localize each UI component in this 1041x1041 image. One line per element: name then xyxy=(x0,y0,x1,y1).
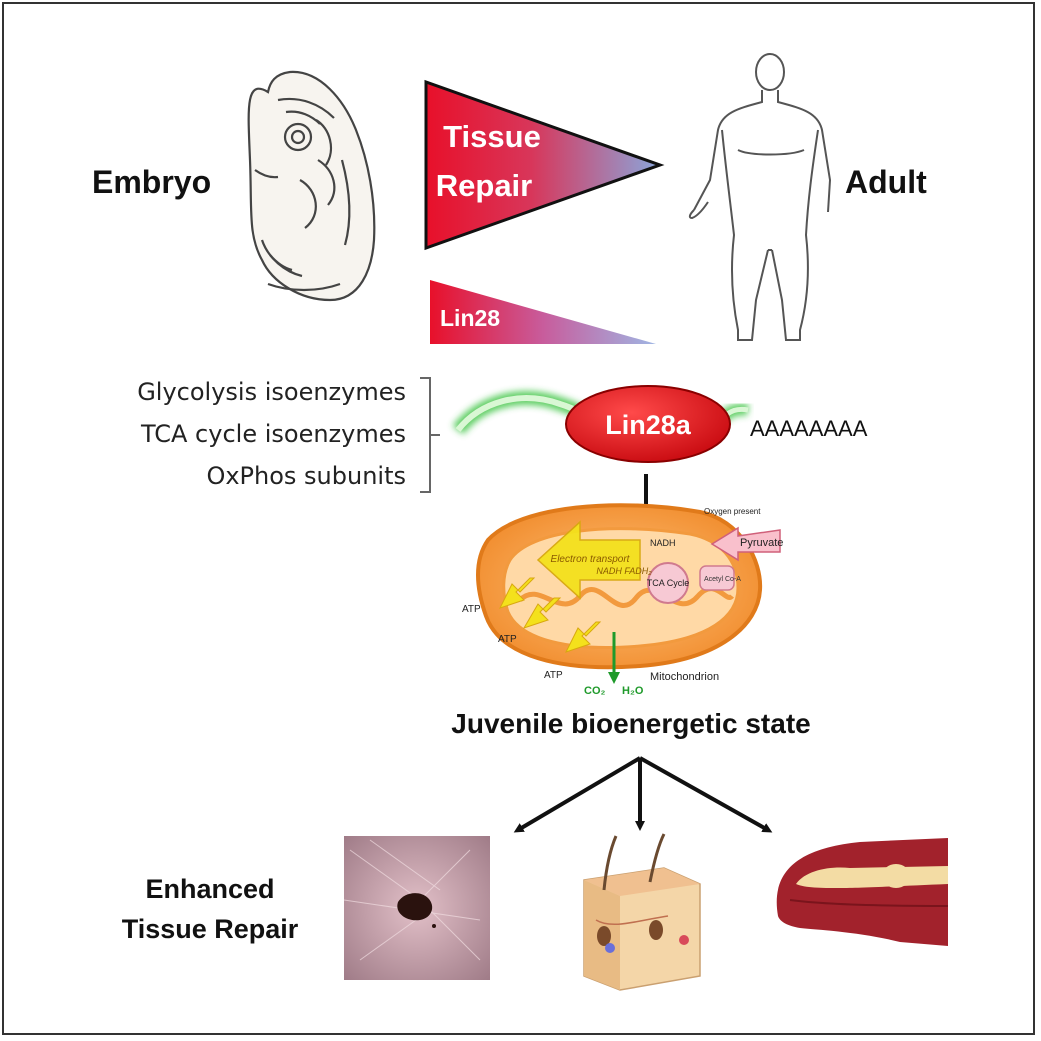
targets-bracket xyxy=(420,377,440,493)
juvenile-state-label: Juvenile bioenergetic state xyxy=(451,708,811,739)
digit-cross-section xyxy=(776,838,949,946)
tissue-repair-label-line1: Tissue xyxy=(443,119,541,154)
pyruvate-label: Pyruvate xyxy=(740,537,783,549)
h2o-label: H₂O xyxy=(622,685,644,697)
target-oxphos: OxPhos subunits xyxy=(206,462,406,490)
target-glycolysis: Glycolysis isoenzymes xyxy=(137,378,406,406)
acetyl-coa-label: Acetyl Co-A xyxy=(704,576,741,583)
electron-transport-label: Electron transport xyxy=(551,554,631,565)
adult-label: Adult xyxy=(845,164,927,200)
nadh-fadh-label: NADH FADH₂ xyxy=(596,566,652,576)
skin-follicle-illustration xyxy=(583,833,701,991)
lin28a-label: Lin28a xyxy=(605,410,692,440)
nadh-label: NADH xyxy=(650,538,676,548)
lin28a-protein xyxy=(565,385,731,463)
branch-arrows xyxy=(513,756,773,833)
mitochondrion-illustration xyxy=(476,503,781,684)
atp-label-2: ATP xyxy=(498,634,517,645)
target-tca-cycle: TCA cycle isoenzymes xyxy=(141,420,406,448)
oxygen-present-label: Oxygen present xyxy=(704,507,761,516)
mitochondrion-label: Mitochondrion xyxy=(650,671,719,683)
enhanced-label-line2: Tissue Repair xyxy=(121,914,299,944)
enhanced-label-line1: Enhanced xyxy=(145,874,275,904)
wound-photo xyxy=(343,836,490,980)
tissue-repair-gradient-triangle xyxy=(424,79,665,251)
tca-cycle-label: TCA Cycle xyxy=(647,578,690,588)
embryo-illustration xyxy=(247,70,376,302)
adult-illustration xyxy=(688,53,832,341)
atp-label-3: ATP xyxy=(544,670,563,681)
lin28-gradient-triangle xyxy=(430,280,656,344)
embryo-label: Embryo xyxy=(92,164,212,200)
poly-a-tail: AAAAAAAA xyxy=(750,416,868,441)
lin28-label: Lin28 xyxy=(440,305,500,331)
co2-label: CO₂ xyxy=(584,685,606,697)
tissue-repair-label-line2: Repair xyxy=(436,168,532,203)
atp-label-1: ATP xyxy=(462,604,481,615)
